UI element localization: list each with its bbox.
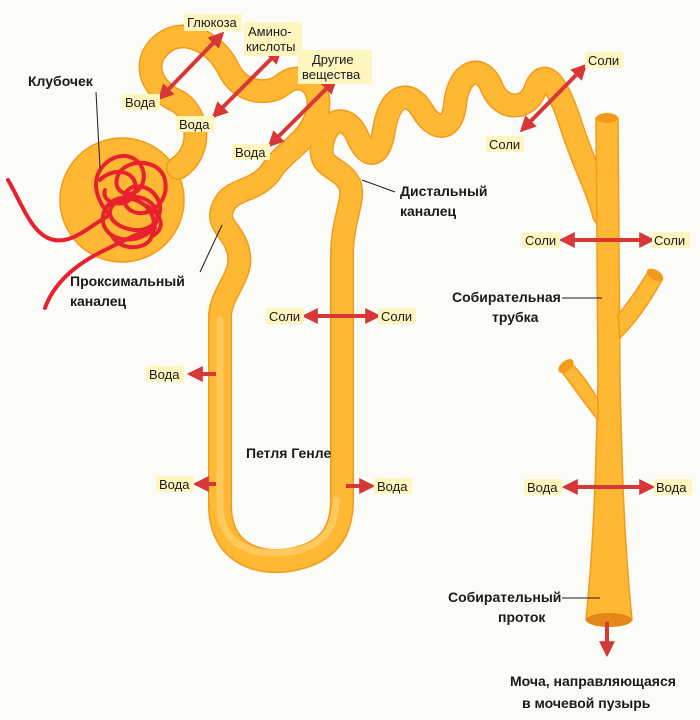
duct-branch-right <box>617 270 664 340</box>
tag-water-8-bg <box>654 479 692 495</box>
label-loop: Петля Генле <box>246 445 331 461</box>
label-urine-2: в мочевой пузырь <box>522 695 651 711</box>
tag-salts-3-bg <box>522 232 560 248</box>
label-distal-2: каналец <box>400 203 457 219</box>
label-proximal-1: Проксимальный <box>70 273 185 289</box>
tag-water-2-bg <box>176 116 214 132</box>
tag-water-5: Вода <box>159 477 190 492</box>
tag-glucose-bg <box>184 14 242 31</box>
tag-salts-1-bg <box>585 52 623 68</box>
arrows <box>157 31 656 658</box>
tag-salts-5-bg <box>266 308 304 324</box>
tag-amino-bg <box>244 22 302 56</box>
tag-water-6-bg <box>374 478 412 494</box>
tag-other-bg <box>298 50 372 84</box>
tag-other-2: вещества <box>302 67 361 82</box>
arrow-amino-water <box>211 47 283 119</box>
tag-water-4: Вода <box>149 367 180 382</box>
label-proximal-2: каналец <box>70 293 127 309</box>
tag-glucose: Глюкоза <box>187 15 238 30</box>
tag-water-1: Вода <box>125 95 156 110</box>
tag-salts-1: Соли <box>588 53 619 68</box>
tag-water-5-bg <box>156 476 194 492</box>
tag-water-1-bg <box>122 94 160 110</box>
tag-salts-6-bg <box>378 308 416 324</box>
tag-water-7: Вода <box>527 480 558 495</box>
tag-salts-2: Соли <box>489 137 520 152</box>
duct-top-opening <box>596 113 618 123</box>
leader-distal <box>361 179 396 193</box>
arrow-glucose-water <box>157 31 225 101</box>
tag-water-3: Вода <box>235 145 266 160</box>
leader-glomerulus <box>95 91 101 169</box>
afferent-arteriole <box>6 178 112 243</box>
tag-other-1: Другие <box>312 52 354 67</box>
tag-water-8: Вода <box>656 480 687 495</box>
loop-of-henle-thin <box>216 316 340 557</box>
leader-proximal <box>199 224 223 273</box>
label-glomerulus: Клубочек <box>28 73 94 89</box>
leader-lines <box>95 91 602 599</box>
capillary-tuft <box>94 154 168 250</box>
efferent-arteriole <box>43 226 157 310</box>
glomerulus <box>6 154 168 310</box>
label-distal-1: Дистальный <box>400 183 488 199</box>
structure-labels: Клубочек Проксимальный каналец Дистальны… <box>28 73 676 711</box>
tag-amino-2: кислоты <box>246 39 295 54</box>
duct-branch-left-opening <box>558 359 574 373</box>
collecting-duct <box>558 113 664 627</box>
tag-water-3-bg <box>232 144 270 160</box>
tag-water-4-bg <box>146 366 184 382</box>
label-collecting-duct-2: проток <box>498 609 546 625</box>
tag-salts-2-bg <box>486 136 524 152</box>
tag-salts-4-bg <box>652 232 690 248</box>
duct-branch-right-opening <box>646 268 664 282</box>
tag-salts-4: Соли <box>654 233 685 248</box>
label-collecting-tube-1: Собирательная <box>452 289 561 305</box>
tag-amino-1: Амино- <box>248 24 292 39</box>
tag-salts-5: Соли <box>269 309 300 324</box>
arrow-salts-top <box>519 63 588 133</box>
label-collecting-tube-2: трубка <box>492 309 539 325</box>
arrow-other-water <box>267 77 338 148</box>
label-collecting-duct-1: Собирательный <box>448 589 561 605</box>
duct-bottom-opening <box>586 613 632 627</box>
tag-salts-3: Соли <box>525 233 556 248</box>
tag-water-6: Вода <box>377 479 408 494</box>
substance-tags: Глюкоза Вода Амино- кислоты Вода Другие … <box>122 14 692 495</box>
capillary-tuft-2 <box>98 170 163 238</box>
label-urine-1: Моча, направляющаяся <box>510 673 676 689</box>
tag-water-7-bg <box>524 479 562 495</box>
tag-water-2: Вода <box>179 117 210 132</box>
tag-salts-6: Соли <box>381 309 412 324</box>
